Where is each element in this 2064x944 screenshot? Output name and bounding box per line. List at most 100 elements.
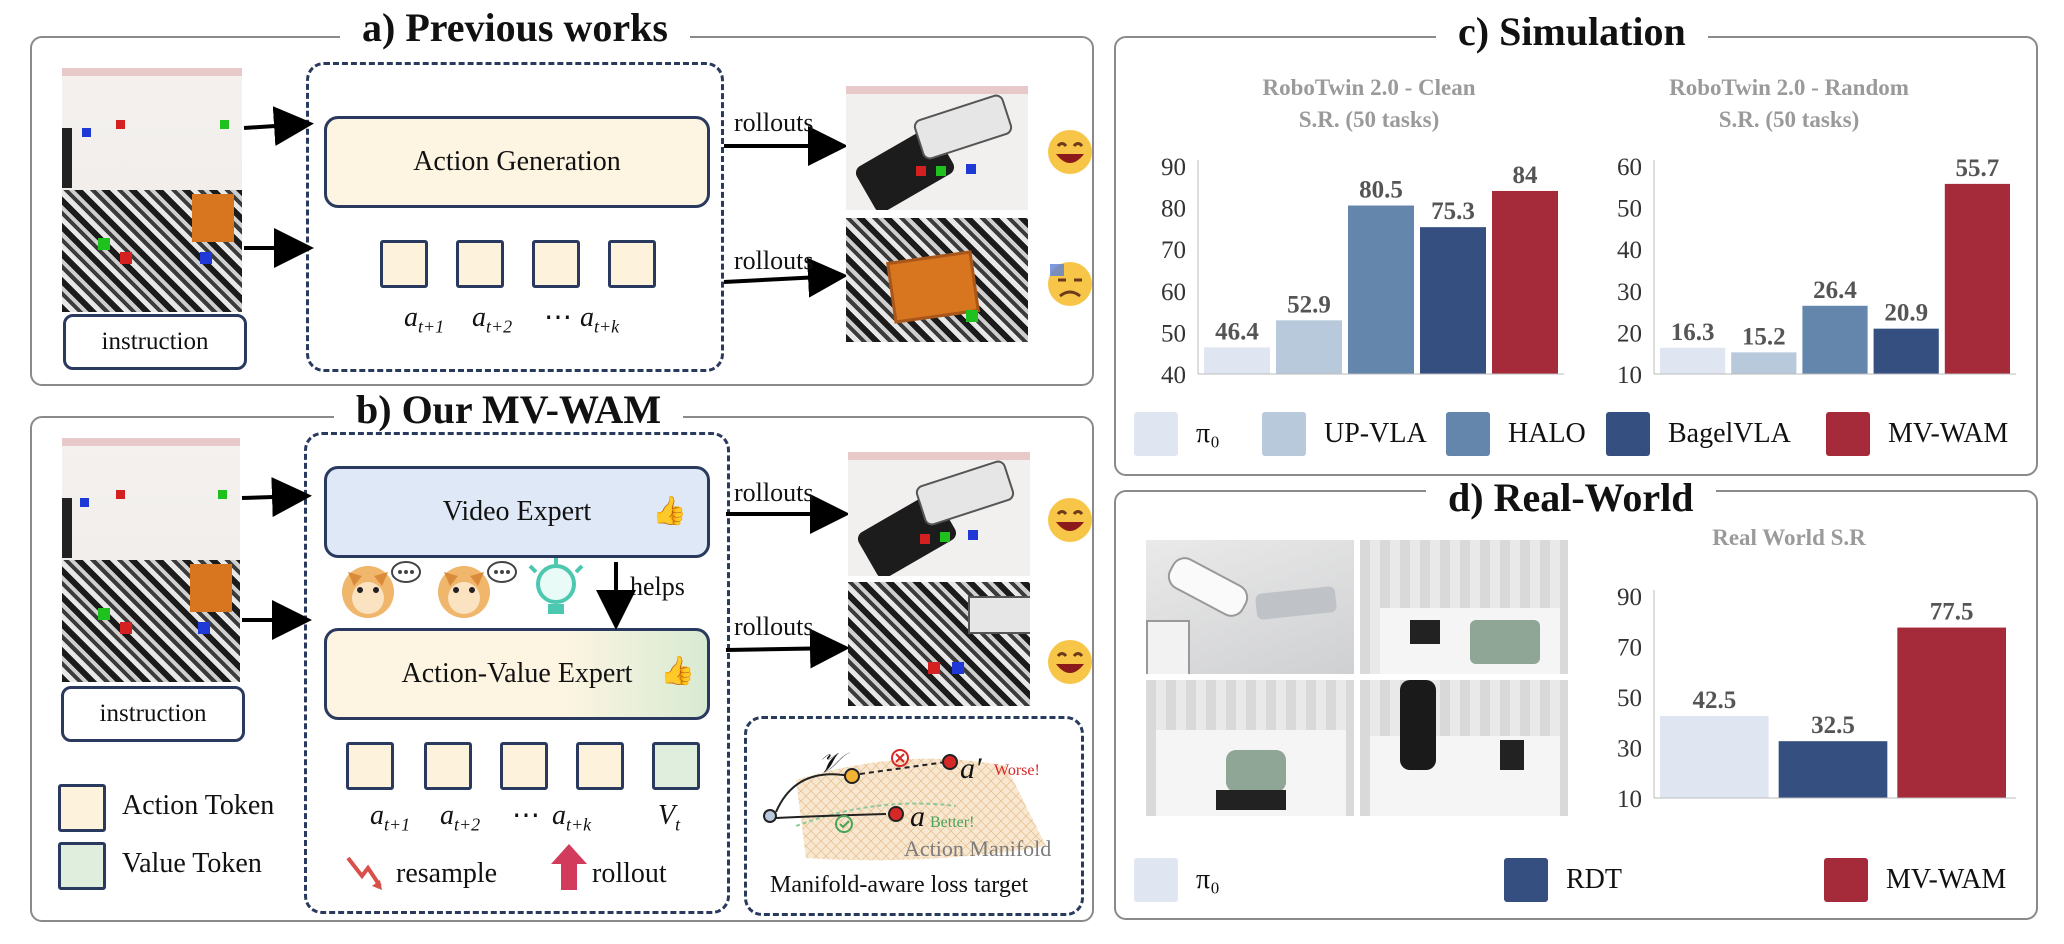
y-tick-label: 30 bbox=[1617, 736, 1642, 763]
action-value-expert-label: Action-Value Expert bbox=[401, 658, 633, 689]
token-label-t1: at+1 bbox=[370, 800, 411, 835]
real-world-photo bbox=[1360, 540, 1568, 674]
rollouts-label: rollouts bbox=[734, 108, 814, 137]
legend-swatch bbox=[1446, 412, 1490, 456]
data-label: 77.5 bbox=[1930, 599, 1974, 626]
chart-real-world-title: Real World S.R bbox=[1712, 525, 1866, 550]
panel-c-title: c) Simulation bbox=[1436, 10, 1708, 54]
video-expert-label: Video Expert bbox=[442, 496, 592, 527]
scene-random-photo bbox=[62, 560, 240, 682]
rollouts-label: rollouts bbox=[734, 246, 814, 275]
action-token bbox=[576, 742, 624, 790]
panel-a-title: a) Previous works bbox=[340, 6, 690, 50]
rollouts-label: rollouts bbox=[734, 612, 814, 641]
bar-RDT bbox=[1778, 741, 1888, 798]
happy-emoji bbox=[1048, 640, 1092, 684]
y-tick-label: 60 bbox=[1161, 279, 1186, 306]
action-token bbox=[380, 240, 428, 288]
data-label: 42.5 bbox=[1692, 687, 1736, 714]
panel-b-title: b) Our MV-WAM bbox=[334, 388, 684, 432]
y-tick-label: 90 bbox=[1617, 584, 1642, 611]
legend-swatch bbox=[1504, 858, 1548, 902]
token-ellipsis: ⋯ bbox=[512, 800, 540, 831]
bar-BagelVLA bbox=[1873, 328, 1939, 374]
rollout-failure-photo bbox=[846, 218, 1028, 342]
y-tick-label: 50 bbox=[1617, 196, 1642, 223]
bar-UP-VLA bbox=[1276, 320, 1342, 374]
y-tick-label: 20 bbox=[1617, 320, 1642, 347]
action-token bbox=[346, 742, 394, 790]
legend-label: MV-WAM bbox=[1888, 418, 2009, 449]
legend-swatch bbox=[1606, 412, 1650, 456]
panel-simulation bbox=[1114, 36, 2038, 476]
y-tick-label: 10 bbox=[1617, 786, 1642, 810]
action-token bbox=[532, 240, 580, 288]
real-world-photo bbox=[1146, 540, 1354, 674]
y-tick-label: 70 bbox=[1617, 635, 1642, 662]
action-value-expert-box: Action-Value Expert bbox=[324, 628, 710, 720]
action-token bbox=[456, 240, 504, 288]
thinking-dog-icon bbox=[342, 561, 421, 618]
y-tick-label: 70 bbox=[1161, 237, 1186, 264]
bar-HALO bbox=[1348, 205, 1414, 374]
legend-label: π₀ bbox=[1196, 864, 1220, 895]
scene-clean-photo bbox=[62, 438, 240, 560]
legend-action-token-label: Action Token bbox=[122, 790, 275, 821]
legend-label: RDT bbox=[1566, 864, 1622, 895]
panel-d-title: d) Real-World bbox=[1426, 476, 1716, 520]
action-token bbox=[424, 742, 472, 790]
previous-works-model-box bbox=[306, 62, 724, 372]
chart-clean-title: RoboTwin 2.0 - Clean S.R. (50 tasks) bbox=[1194, 72, 1544, 136]
value-token bbox=[652, 742, 700, 790]
a-prime-label: a′ bbox=[960, 752, 982, 785]
legend-swatch bbox=[1824, 858, 1868, 902]
legend-action-token-swatch bbox=[58, 784, 106, 832]
chart-clean-title-line1: RoboTwin 2.0 - Clean bbox=[1262, 75, 1476, 100]
action-token bbox=[500, 742, 548, 790]
rollout-success-photo bbox=[848, 582, 1030, 706]
token-label-tk: at+k bbox=[552, 800, 592, 835]
legend-label: π₀ bbox=[1196, 418, 1220, 449]
arrow-clean-to-model bbox=[241, 477, 312, 518]
legend-swatch bbox=[1134, 858, 1178, 902]
real-world-photo bbox=[1146, 680, 1354, 816]
data-label: 80.5 bbox=[1359, 177, 1403, 204]
y-tick-label: 40 bbox=[1161, 362, 1186, 389]
happy-emoji bbox=[1048, 130, 1092, 174]
arrow-rollout-bottom bbox=[723, 257, 848, 298]
y-tick-label: 50 bbox=[1161, 320, 1186, 347]
chart-random-title-line1: RoboTwin 2.0 - Random bbox=[1669, 75, 1909, 100]
worse-label: Worse! bbox=[994, 762, 1040, 779]
thumbs-up-icon: 👍 bbox=[660, 656, 695, 687]
legend-label: MV-WAM bbox=[1886, 864, 2007, 895]
action-token bbox=[608, 240, 656, 288]
bar-π₀ bbox=[1660, 347, 1726, 374]
value-function-label: 𝒱 bbox=[818, 748, 842, 779]
instruction-box: instruction bbox=[61, 686, 245, 742]
legend-swatch bbox=[1826, 412, 1870, 456]
action-manifold-label: Action Manifold bbox=[904, 836, 1052, 861]
y-tick-label: 40 bbox=[1617, 237, 1642, 264]
legend-label: HALO bbox=[1508, 418, 1586, 449]
data-label: 46.4 bbox=[1215, 318, 1259, 345]
data-label: 52.9 bbox=[1287, 291, 1331, 318]
y-tick-label: 30 bbox=[1617, 279, 1642, 306]
data-label: 16.3 bbox=[1671, 319, 1715, 346]
token-label-t1: at+1 bbox=[404, 302, 445, 337]
y-tick-label: 90 bbox=[1161, 154, 1186, 181]
bar-UP-VLA bbox=[1731, 352, 1797, 374]
rollout-success-photo bbox=[846, 86, 1028, 210]
token-label-tk: at+k bbox=[580, 302, 620, 337]
bar-MV-WAM bbox=[1944, 183, 2010, 374]
value-token-label: Vt bbox=[658, 800, 681, 835]
thinking-dog-icon bbox=[438, 561, 517, 618]
y-tick-label: 80 bbox=[1161, 196, 1186, 223]
action-manifold-diagram bbox=[763, 749, 1046, 861]
data-label: 32.5 bbox=[1811, 712, 1855, 739]
token-label-t2: at+2 bbox=[472, 302, 513, 337]
